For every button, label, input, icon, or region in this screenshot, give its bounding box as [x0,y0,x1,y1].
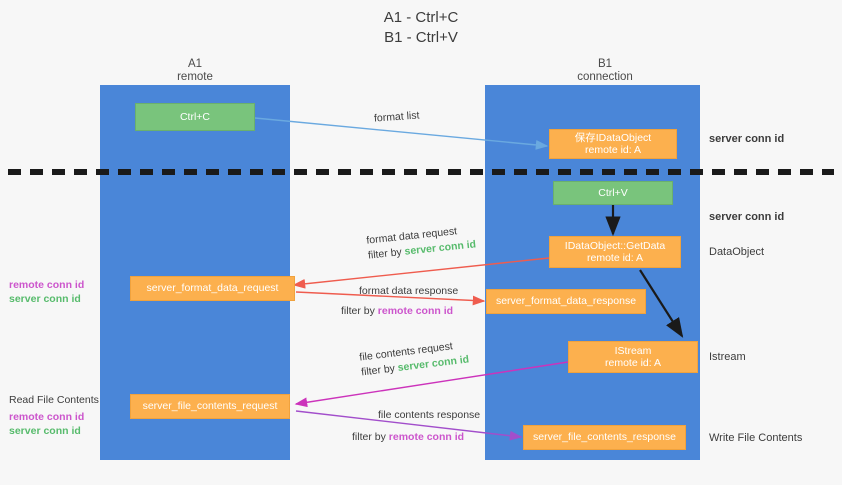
node-server-format-data-request[interactable]: server_format_data_request [130,276,295,301]
node-getdata-line1: IDataObject::GetData [564,239,666,252]
filter-prefix: filter by [352,431,389,443]
right-label-istream: Istream [709,351,746,363]
left-label-server-conn-id-top: server conn id [9,293,81,305]
node-idataobject-line2: remote id: A [584,144,642,156]
left-label-remote-conn-id-top: remote conn id [9,279,85,291]
right-label-server-conn-id-top: server conn id [709,133,785,145]
node-server-file-contents-request[interactable]: server_file_contents_request [130,394,290,419]
column-header-a1-sub: remote [177,71,213,83]
title-line-1: A1 - Ctrl+C [383,9,459,26]
left-label-conn-pair-top: remote conn id server conn id [9,278,84,306]
node-server-file-contents-response-label: server_file_contents_response [532,431,676,444]
edge-label-format-list: format list [374,108,420,126]
left-label-read-file-contents: Read File Contents [9,394,99,406]
node-idataobject[interactable]: 保存IDataObject remote id: A [549,129,677,159]
edge-label-file-contents-response-line1: file contents response [378,409,481,421]
filter-prefix: filter by [360,362,399,379]
node-server-format-data-response-label: server_format_data_response [495,295,637,308]
filter-key-remote-conn-id: remote conn id [377,305,454,317]
column-header-a1: A1 remote [120,58,270,84]
filter-prefix: filter by [341,305,378,317]
node-server-format-data-request-label: server_format_data_request [146,282,279,295]
left-label-remote-conn-id-bottom: remote conn id [9,411,85,423]
node-ctrl-c[interactable]: Ctrl+C [135,103,255,131]
node-ctrl-v[interactable]: Ctrl+V [553,181,673,205]
title-line-2: B1 - Ctrl+V [384,29,458,46]
column-header-b1-name: B1 [597,58,613,70]
node-istream-line2: remote id: A [604,357,662,369]
edge-label-format-data-response: format data response filter by remote co… [341,284,459,319]
left-label-conn-pair-bottom: remote conn id server conn id [9,410,84,438]
edge-label-format-data-response-line1: format data response [359,285,459,297]
node-istream[interactable]: IStream remote id: A [568,341,698,373]
filter-key-remote-conn-id: remote conn id [388,431,465,443]
node-getdata-line2: remote id: A [586,252,644,264]
right-label-write-file-contents: Write File Contents [709,432,803,444]
column-header-b1: B1 connection [530,58,680,84]
column-header-b1-sub: connection [577,71,633,83]
node-istream-line1: IStream [614,344,652,357]
node-server-file-contents-request-label: server_file_contents_request [142,400,278,413]
node-server-file-contents-response[interactable]: server_file_contents_response [523,425,686,450]
filter-prefix: filter by [367,245,406,262]
right-label-server-conn-id-mid: server conn id [709,211,785,223]
node-server-format-data-response[interactable]: server_format_data_response [486,289,646,314]
node-ctrl-v-label: Ctrl+V [598,186,628,199]
node-ctrl-c-label: Ctrl+C [179,110,211,123]
edge-label-format-list-text: format list [373,109,420,125]
left-label-server-conn-id-bottom: server conn id [9,425,81,437]
page-title: A1 - Ctrl+C B1 - Ctrl+V [0,8,842,48]
column-header-a1-name: A1 [187,58,203,70]
edge-label-file-contents-request: file contents request filter by server c… [359,337,470,380]
edge-label-format-data-response-filter: filter by remote conn id [341,304,458,319]
edge-label-format-data-request: format data request filter by server con… [366,222,477,263]
edge-label-file-contents-response: file contents response filter by remote … [352,408,481,445]
node-idataobject-line1: 保存IDataObject [574,131,652,144]
node-getdata[interactable]: IDataObject::GetData remote id: A [549,236,681,268]
right-label-dataobject: DataObject [709,246,765,258]
edge-label-file-contents-response-filter: filter by remote conn id [352,430,480,445]
